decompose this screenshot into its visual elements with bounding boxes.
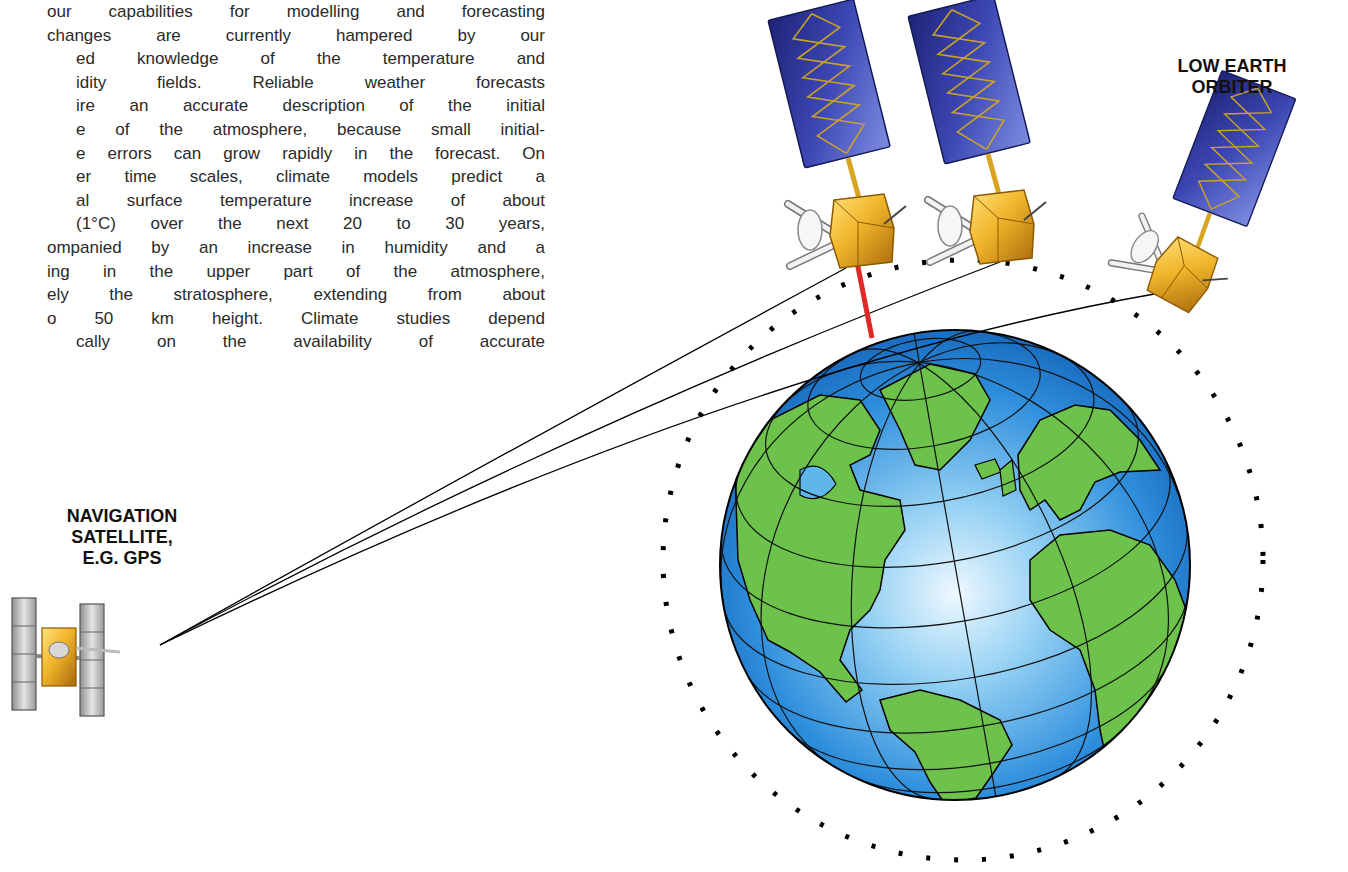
body-text-line: (1°C) over the next 20 to 30 years, — [76, 213, 545, 236]
continents — [735, 364, 1190, 804]
nadir-link — [857, 262, 872, 338]
leo-satellite — [768, 0, 906, 268]
body-text-line: ire an accurate description of the initi… — [76, 95, 545, 118]
parallel — [758, 349, 1107, 530]
panel-seam — [12, 626, 36, 627]
british-isles — [1000, 460, 1016, 496]
hudson-bay — [800, 466, 836, 498]
graticule — [683, 293, 1227, 837]
meridian — [717, 329, 1135, 778]
graticule-grid — [683, 293, 1227, 837]
parallel — [719, 457, 1188, 660]
europe — [1018, 405, 1160, 520]
panel-seam — [12, 654, 36, 655]
body-text-line: o 50 km height. Climate studies depend — [47, 308, 545, 331]
body-text-line: e of the atmosphere, because small initi… — [76, 119, 545, 142]
gps-antenna — [49, 642, 69, 658]
panel-seam — [80, 688, 104, 689]
parallel — [852, 728, 1130, 811]
parallel — [746, 595, 1204, 765]
north-america — [735, 395, 905, 702]
body-text-line: al surface temperature increase of about — [76, 190, 545, 213]
body-text-line: changes are currently hampered by our — [47, 25, 545, 48]
gps-boom — [76, 648, 120, 652]
body-text-line: ely the stratosphere, extending from abo… — [47, 284, 545, 307]
meridian — [801, 330, 1057, 808]
orbit-dots — [663, 260, 1263, 860]
body-text-line: ed knowledge of the temperature and — [76, 48, 545, 71]
body-text-line: e errors can grow rapidly in the forecas… — [76, 143, 545, 166]
leo-satellite — [1094, 55, 1334, 324]
south-america — [880, 690, 1012, 804]
gps-panel — [80, 604, 104, 716]
panel-seam — [80, 632, 104, 633]
equator — [724, 524, 1207, 718]
leo-satellite — [908, 0, 1046, 264]
body-text-line: idity fields. Reliable weather forecasts — [76, 72, 545, 95]
meridian — [688, 322, 1187, 606]
gps-panel — [12, 598, 36, 710]
gps-satellite — [12, 598, 120, 716]
body-text-line: our capabilities for modelling and forec… — [47, 1, 545, 24]
meridian — [769, 319, 1187, 768]
body-text-line: er time scales, climate models predict a — [76, 166, 545, 189]
meridian — [853, 321, 1109, 799]
gps-body — [42, 628, 76, 686]
satellite-label: NAVIGATION SATELLITE, E.G. GPS — [58, 506, 186, 569]
body-text-line: ing in the upper part of the atmosphere, — [47, 261, 545, 284]
parallel — [856, 330, 986, 409]
satellite-label: LOW EARTH ORBITER — [1176, 56, 1288, 98]
panel-seam — [12, 682, 36, 683]
body-text-line: cally on the availability of accurate — [76, 331, 545, 354]
parallel — [731, 397, 1154, 596]
body-text-line: ompanied by an increase in humidity and … — [47, 237, 545, 260]
panel-seam — [80, 660, 104, 661]
globe-outline — [720, 330, 1190, 800]
iceland — [975, 459, 1001, 479]
